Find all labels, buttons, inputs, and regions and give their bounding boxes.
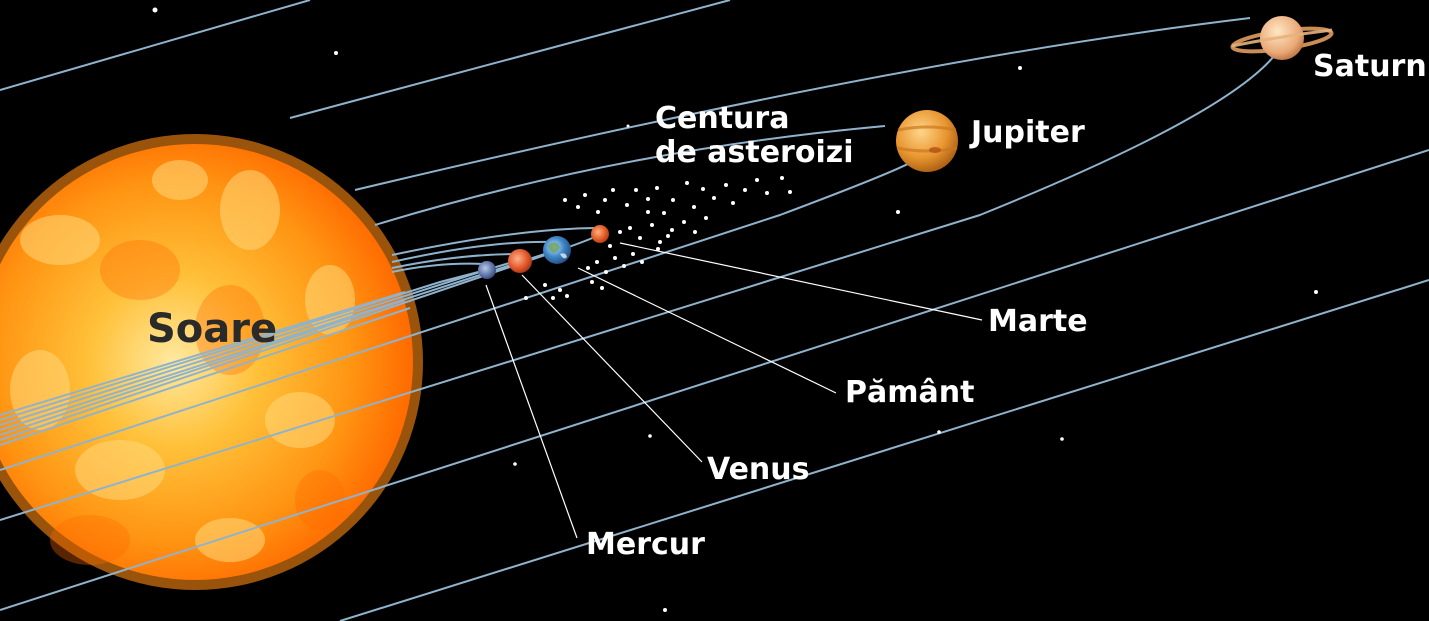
planet-earth bbox=[543, 236, 571, 264]
label-mercury: Mercur bbox=[586, 527, 705, 562]
label-saturn: Saturn bbox=[1313, 49, 1427, 84]
sun bbox=[0, 134, 423, 590]
orbit-saturn bbox=[0, 47, 1281, 521]
orbit-inner-c bbox=[0, 307, 411, 446]
stars bbox=[152, 7, 1318, 612]
leader-mars bbox=[619, 242, 983, 321]
label-asteroid-belt-line1: Centura bbox=[655, 101, 790, 136]
orbit-saturn-back bbox=[354, 17, 1251, 191]
label-asteroid-belt-line2: de asteroizi bbox=[655, 135, 854, 170]
asteroid-belt bbox=[524, 176, 792, 300]
label-jupiter: Jupiter bbox=[971, 115, 1085, 150]
orbit-venus-back bbox=[391, 253, 519, 269]
orbit-outer-4 bbox=[339, 279, 1429, 621]
planet-venus bbox=[508, 249, 532, 273]
label-mars: Marte bbox=[988, 304, 1088, 339]
planet-mars bbox=[591, 225, 609, 243]
label-venus: Venus bbox=[707, 452, 810, 487]
leader-mercury bbox=[485, 284, 578, 539]
orbit-mars-back bbox=[391, 227, 601, 256]
leader-lines bbox=[485, 242, 983, 539]
orbit-outer-2 bbox=[289, 0, 731, 119]
orbit-mercury-back bbox=[391, 262, 485, 273]
orbit-inner-a bbox=[0, 291, 406, 416]
leader-earth bbox=[577, 267, 837, 394]
orbit-inner-b bbox=[0, 299, 406, 436]
orbit-outer-3 bbox=[0, 149, 1429, 611]
orbit-outer-1 bbox=[0, 0, 311, 91]
planet-mercury bbox=[478, 261, 496, 279]
label-sun: Soare bbox=[147, 306, 278, 352]
label-earth: Pământ bbox=[845, 375, 975, 410]
planet-jupiter bbox=[896, 110, 958, 172]
orbit-jupiter-back bbox=[374, 125, 886, 226]
planet-saturn bbox=[1230, 16, 1334, 60]
orbit-earth-back bbox=[391, 240, 556, 263]
leader-venus bbox=[521, 274, 703, 463]
